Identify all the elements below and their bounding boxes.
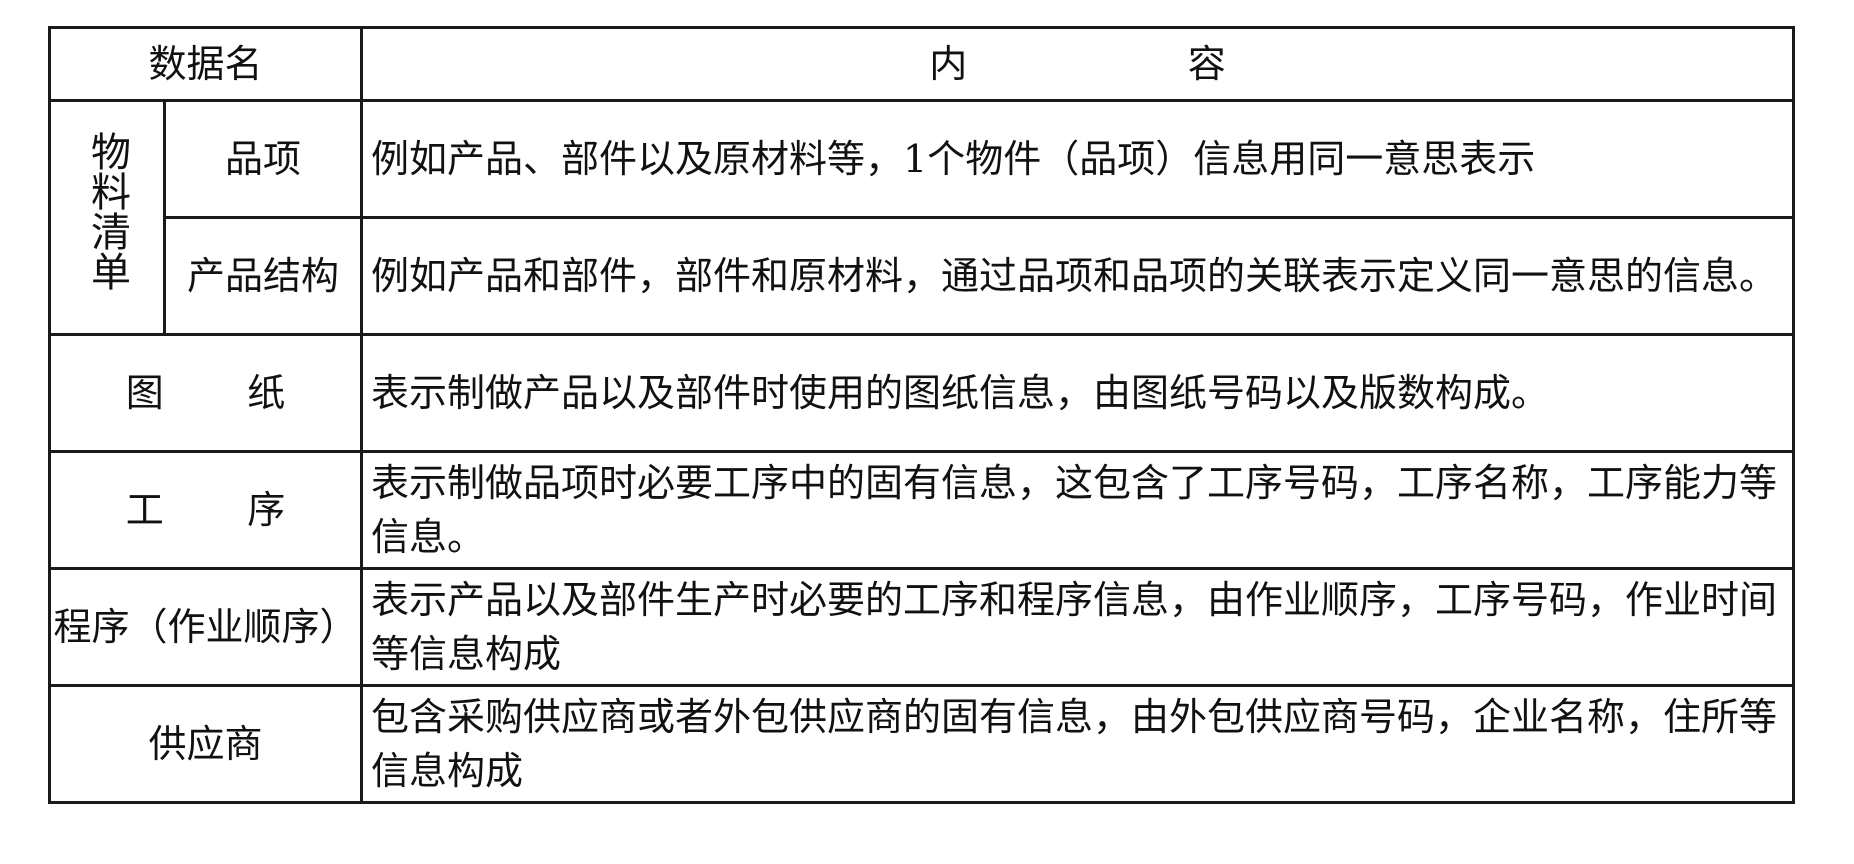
header-content-label: 内容 [929,42,1447,86]
row-content: 表示制做产品以及部件时使用的图纸信息，由图纸号码以及版数构成。 [371,371,1550,415]
table-row: 工序 表示制做品项时必要工序中的固有信息，这包含了工序号码，工序名称，工序能力等… [47,450,1796,570]
row-content: 表示产品以及部件生产时必要的工序和程序信息，由作业顺序，工序号码，作业时间等信息… [371,578,1778,676]
table-row: 图纸 表示制做产品以及部件时使用的图纸信息，由图纸号码以及版数构成。 [47,333,1796,453]
row-content: 表示制做品项时必要工序中的固有信息，这包含了工序号码，工序名称，工序能力等信息。 [371,461,1778,559]
row-name-cell: 程序（作业顺序） [47,567,364,687]
row-content: 包含采购供应商或者外包供应商的固有信息，由外包供应商号码，企业名称，住所等信息构… [371,695,1778,793]
table-row: 供应商 包含采购供应商或者外包供应商的固有信息，由外包供应商号码，企业名称，住所… [47,684,1796,804]
table-header-row: 数据名 内容 [47,26,1796,102]
table-row: 物料清单 品项 例如产品、部件以及原材料等，1个物件（品项）信息用同一意思表示 [48,99,1796,336]
row-content: 例如产品和部件，部件和原材料，通过品项和品项的关联表示定义同一意思的信息。 [371,254,1778,298]
table-row: 程序（作业顺序） 表示产品以及部件生产时必要的工序和程序信息，由作业顺序，工序号… [47,567,1796,687]
table-row: 产品结构 例如产品和部件，部件和原材料，通过品项和品项的关联表示定义同一意思的信… [50,216,1796,336]
data-definition-table: 数据名 内容 物料清单 品项 例如产品、部件以及原材料等，1个物件（品项）信息用… [47,26,1796,804]
header-data-name: 数据名 [47,26,364,102]
group-cell: 物料清单 [48,99,166,336]
row-name: 产品结构 [187,254,340,298]
row-content-cell: 表示制做品项时必要工序中的固有信息，这包含了工序号码，工序名称，工序能力等信息。 [360,450,1796,570]
header-data-name-label: 数据名 [148,42,263,86]
row-content-cell: 例如产品、部件以及原材料等，1个物件（品项）信息用同一意思表示 [360,99,1796,219]
row-name-cell: 工序 [47,450,364,570]
row-name: 程序（作业顺序） [53,605,358,649]
row-content: 例如产品、部件以及原材料等，1个物件（品项）信息用同一意思表示 [371,137,1536,181]
row-name: 供应商 [148,722,263,766]
header-content: 内容 [360,26,1796,102]
row-content-cell: 表示制做产品以及部件时使用的图纸信息，由图纸号码以及版数构成。 [360,333,1796,453]
row-content-cell: 包含采购供应商或者外包供应商的固有信息，由外包供应商号码，企业名称，住所等信息构… [360,684,1796,804]
row-name-cell: 图纸 [47,333,364,453]
row-name: 品项 [225,137,302,181]
row-name: 工序 [125,488,369,532]
row-name: 图纸 [125,371,369,415]
row-content-cell: 例如产品和部件，部件和原材料，通过品项和品项的关联表示定义同一意思的信息。 [360,216,1796,336]
row-name-cell: 产品结构 [162,216,364,336]
row-name-cell: 供应商 [47,684,364,804]
group-label-bom: 物料清单 [84,130,130,291]
row-name-cell: 品项 [162,99,364,219]
row-content-cell: 表示产品以及部件生产时必要的工序和程序信息，由作业顺序，工序号码，作业时间等信息… [360,567,1796,687]
